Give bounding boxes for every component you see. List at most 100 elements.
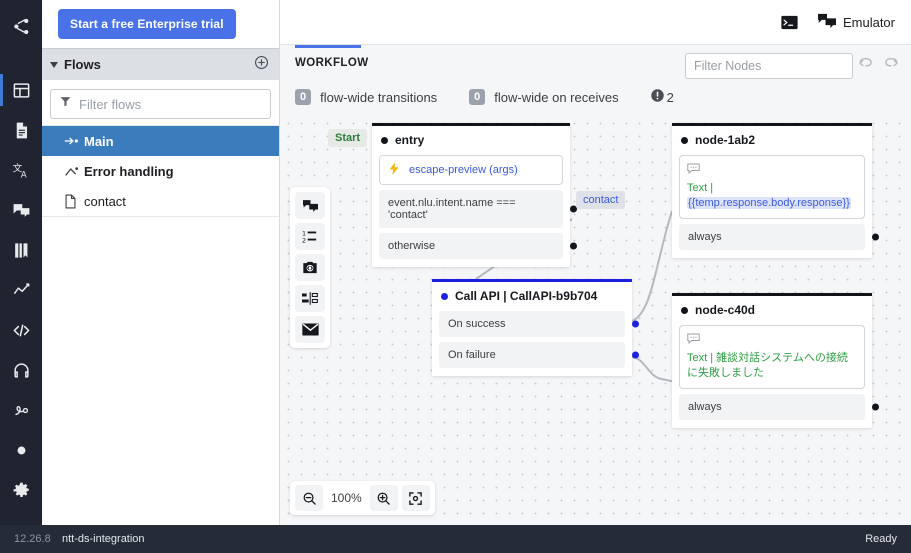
contact-link-chip[interactable]: contact (576, 191, 626, 209)
redo-icon[interactable] (883, 56, 899, 75)
sidebar-item-error-handling[interactable]: Error handling (42, 156, 279, 186)
warning-icon (650, 88, 665, 106)
plus-circle-icon[interactable] (254, 55, 269, 75)
warning-count: 2 (666, 89, 674, 105)
emulator-chat-icon (817, 13, 836, 32)
emulator-label: Emulator (842, 14, 895, 30)
svg-text:1: 1 (302, 229, 306, 237)
callapi-on-success-row[interactable]: On success (439, 311, 639, 337)
flows-panel-header[interactable]: Flows (42, 48, 279, 80)
emulator-button[interactable]: Emulator (817, 13, 895, 32)
filter-nodes-input[interactable] (694, 59, 844, 73)
sidebar-item-label: Main (84, 133, 114, 149)
node-rows: On success On failure (432, 311, 639, 376)
circle-icon[interactable] (0, 430, 42, 470)
message-node-icon[interactable] (295, 316, 325, 343)
flow-filter-box[interactable] (50, 89, 271, 119)
callapi-on-failure-port[interactable] (632, 351, 639, 359)
node-input-port[interactable] (681, 136, 688, 144)
document-icon[interactable] (0, 110, 42, 150)
zoom-out-icon[interactable] (295, 485, 323, 511)
filter-flows-input[interactable] (79, 96, 262, 112)
node-palette: 1 2 (290, 187, 330, 348)
sidebar-item-contact[interactable]: contact (42, 186, 279, 216)
start-enterprise-trial-button[interactable]: Start a free Enterprise trial (58, 9, 236, 39)
escape-preview-label: escape-preview (args) (409, 164, 518, 176)
entry-condition-row[interactable]: event.nlu.intent.name === 'contact' (379, 190, 577, 228)
translate-icon[interactable]: 文 A (0, 150, 42, 190)
speech-step-box[interactable]: Text | {{temp.response.body.response}} (679, 155, 865, 219)
node-title: node-c40d (672, 296, 872, 325)
book-icon[interactable] (0, 230, 42, 270)
code-icon[interactable] (0, 310, 42, 350)
node-input-port[interactable] (381, 136, 388, 144)
flow-canvas[interactable]: 1 2 (280, 115, 911, 525)
flow-wide-transitions-label[interactable]: flow-wide transitions (320, 89, 438, 105)
node-c40d-always-row[interactable]: always (679, 393, 879, 420)
speech-bubble-icon (687, 331, 857, 349)
entry-otherwise-row[interactable]: otherwise (379, 233, 577, 259)
top-bar: Emulator (280, 0, 911, 45)
entry-otherwise-port[interactable] (570, 242, 577, 250)
node-input-port[interactable] (441, 292, 448, 300)
chat-icon[interactable] (0, 190, 42, 230)
tab-workflow[interactable]: WORKFLOW (295, 57, 369, 69)
escape-preview-chip[interactable]: escape-preview (args) (379, 155, 563, 185)
node-title: entry (372, 126, 570, 155)
node-rows: Text | 雑談対話システムへの接続に失敗しました always (672, 325, 879, 428)
filter-nodes-box[interactable] (685, 53, 853, 79)
flow-wide-summary: 0 flow-wide transitions 0 flow-wide on r… (295, 88, 674, 106)
node-1ab2-always-row[interactable]: always (679, 223, 879, 250)
integration-icon[interactable] (0, 390, 42, 430)
svg-text:2: 2 (302, 237, 306, 244)
choice-node-icon[interactable]: 1 2 (295, 223, 325, 250)
warning-group[interactable]: 2 (650, 88, 674, 106)
chevron-down-icon[interactable] (50, 61, 58, 68)
fit-to-screen-icon[interactable] (401, 485, 430, 511)
headset-icon[interactable] (0, 350, 42, 390)
gear-icon[interactable] (0, 470, 42, 510)
node-c40d-always-port[interactable] (872, 403, 879, 411)
status-project-name[interactable]: ntt-ds-integration (62, 533, 145, 545)
flows-panel: Start a free Enterprise trial Flows (42, 0, 280, 525)
callapi-on-failure-row[interactable]: On failure (439, 342, 639, 368)
node-accent-bar (372, 123, 570, 126)
undo-icon[interactable] (858, 56, 874, 75)
split-node-icon[interactable] (295, 285, 325, 312)
terminal-icon[interactable] (781, 15, 798, 30)
speech-step-box[interactable]: Text | 雑談対話システムへの接続に失敗しました (679, 325, 865, 389)
speech-prefix: Text | (687, 182, 714, 194)
speech-text: Text | {{temp.response.body.response}} (687, 181, 857, 211)
start-badge: Start (328, 129, 368, 147)
filter-funnel-icon (59, 95, 72, 113)
analytics-icon[interactable] (0, 270, 42, 310)
node-input-port[interactable] (681, 306, 688, 314)
node-1ab2[interactable]: node-1ab2 Text | (672, 123, 879, 258)
share-icon[interactable] (0, 6, 42, 46)
node-rows: Text | {{temp.response.body.response}} a… (672, 155, 879, 258)
speech-bubble-icon (687, 161, 857, 179)
entry-condition-port[interactable] (570, 205, 577, 213)
undo-redo-group (858, 56, 899, 75)
node-1ab2-always-label: always (688, 230, 722, 243)
speech-variable: {{temp.response.body.response}} (687, 196, 851, 209)
node-c40d[interactable]: node-c40d Text | 雑談対話システムへの接続に失敗しまし (672, 293, 879, 428)
dashboard-icon[interactable] (0, 70, 42, 110)
node-1ab2-always-port[interactable] (872, 233, 879, 241)
file-icon (64, 193, 84, 209)
node-rows: escape-preview (args) event.nlu.intent.n… (372, 155, 577, 267)
say-node-icon[interactable] (295, 192, 325, 219)
node-accent-bar (672, 293, 872, 296)
node-entry[interactable]: entry escape-preview (args) event.nlu.in… (372, 123, 577, 267)
capture-node-icon[interactable] (295, 254, 325, 281)
node-callapi[interactable]: Call API | CallAPI-b9b704 On success On … (432, 279, 639, 376)
entry-condition-label: event.nlu.intent.name === 'contact' (388, 197, 516, 221)
node-title: Call API | CallAPI-b9b704 (432, 282, 632, 311)
callapi-on-success-port[interactable] (632, 320, 639, 328)
entry-otherwise-label: otherwise (388, 240, 436, 252)
flow-wide-on-receives-label[interactable]: flow-wide on receives (494, 89, 619, 105)
flow-start-icon (64, 134, 84, 148)
zoom-in-icon[interactable] (369, 485, 398, 511)
lightning-icon (389, 162, 400, 178)
sidebar-item-main[interactable]: Main (42, 126, 279, 156)
